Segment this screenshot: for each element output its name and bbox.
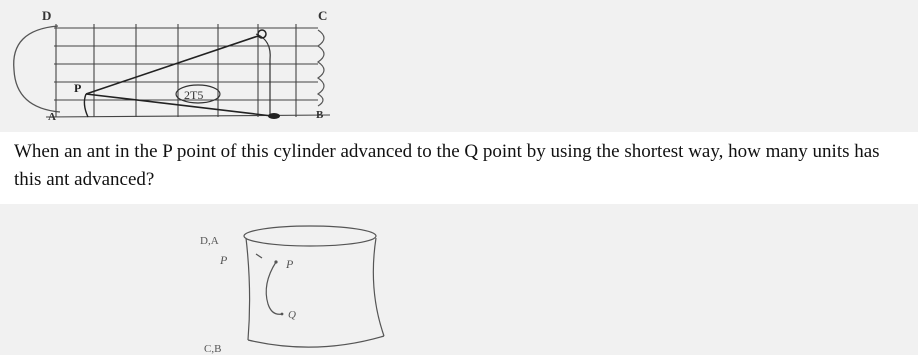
label-q: Q — [288, 309, 296, 321]
right-bracket-curve — [316, 29, 325, 107]
label-p-left: P — [219, 253, 228, 267]
point-q-circle — [257, 29, 267, 39]
corner-label-b: B — [316, 109, 324, 120]
ant-path — [265, 261, 283, 315]
question-box: When an ant in the P point of this cylin… — [0, 132, 918, 204]
left-tick-mark — [255, 253, 263, 259]
cylinder-bottom-curve — [247, 335, 385, 348]
left-bracket-curve — [13, 25, 61, 113]
label-d-a: D,A — [200, 235, 219, 247]
corner-label-d: D — [42, 8, 51, 23]
point-label-p: P — [74, 81, 81, 95]
corner-label-a: A — [48, 111, 56, 120]
cylinder-left-side — [245, 237, 251, 341]
cylinder-right-side — [372, 237, 385, 337]
grid — [45, 24, 331, 118]
path-curve — [83, 93, 89, 118]
unrolled-cylinder-sketch: D C P 2T5 A B — [13, 8, 331, 120]
label-p-right: P — [285, 257, 294, 271]
cylinder-sketch: D,A P P Q C,B — [200, 225, 385, 355]
vertical-hook — [255, 33, 271, 116]
annotation-text: 2T5 — [184, 88, 203, 102]
annotation-oval — [175, 84, 221, 104]
cylinder-top-ellipse — [243, 225, 377, 247]
corner-label-c: C — [318, 8, 327, 23]
question-text: When an ant in the P point of this cylin… — [14, 141, 880, 190]
shortest-path-line — [85, 35, 259, 95]
path-line-to-b — [85, 93, 273, 117]
label-c-b: C,B — [204, 343, 221, 355]
point-b-marker — [268, 113, 280, 119]
